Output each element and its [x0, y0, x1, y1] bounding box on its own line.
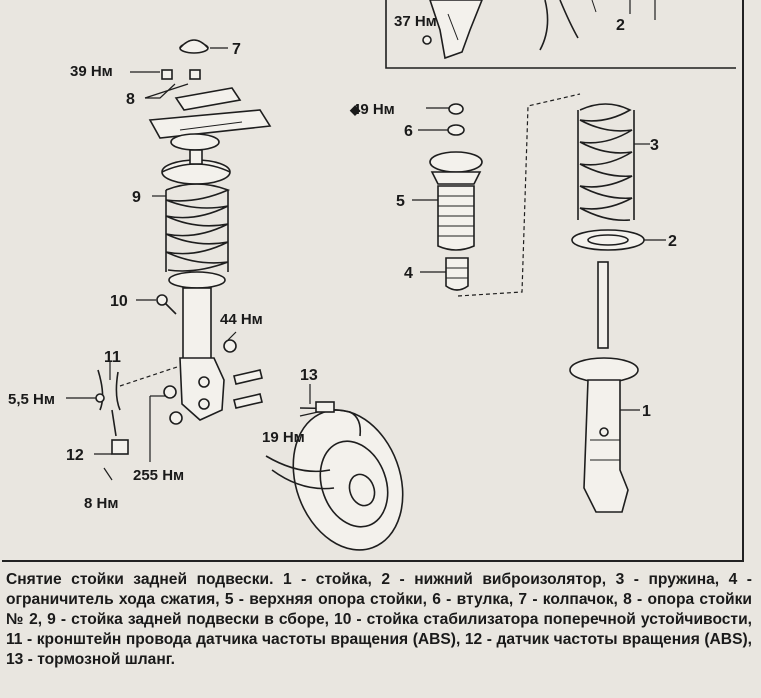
diagram-frame	[2, 0, 744, 562]
brake-disc-assembly: 13 19 Нм	[262, 367, 404, 551]
part-label-1: 1	[642, 403, 651, 420]
torque-label-49: 49 Нм	[352, 101, 395, 118]
part-label-13: 13	[300, 367, 318, 384]
figure-caption: Снятие стойки задней подвески. 1 - стойк…	[6, 571, 752, 668]
part-label-7: 7	[232, 41, 241, 58]
part-label-3: 3	[650, 137, 659, 154]
upper-mount-parts: 49 Нм 6 5 4	[352, 93, 581, 297]
diamond-marker-icon: ◆	[349, 102, 361, 117]
torque-label-5-5: 5,5 Нм	[8, 391, 55, 408]
part-label-8: 8	[126, 91, 135, 108]
torque-label-255: 255 Нм	[133, 467, 184, 484]
part-label-2-inset: 2	[616, 17, 625, 34]
rear-strut-exploded-diagram: 2 37 Нм 7 39 Нм 8 9	[8, 0, 736, 551]
torque-label-44: 44 Нм	[220, 311, 263, 328]
part-label-10: 10	[110, 293, 128, 310]
torque-label-37: 37 Нм	[394, 13, 437, 30]
part-label-2: 2	[668, 233, 677, 250]
part-label-4: 4	[404, 265, 413, 282]
torque-label-19: 19 Нм	[262, 429, 305, 446]
part-label-9: 9	[132, 189, 141, 206]
inset-detail: 2 37 Нм	[385, 0, 736, 69]
torque-label-39: 39 Нм	[70, 63, 113, 80]
part-label-6: 6	[404, 123, 413, 140]
part-label-5: 5	[396, 193, 405, 210]
strut-right: 3 2 1	[569, 103, 677, 513]
part-label-12: 12	[66, 447, 84, 464]
torque-label-8: 8 Нм	[84, 495, 118, 512]
part-label-11: 11	[104, 349, 121, 366]
strut-assembly-left: 7 39 Нм 8 9 2	[8, 39, 272, 512]
